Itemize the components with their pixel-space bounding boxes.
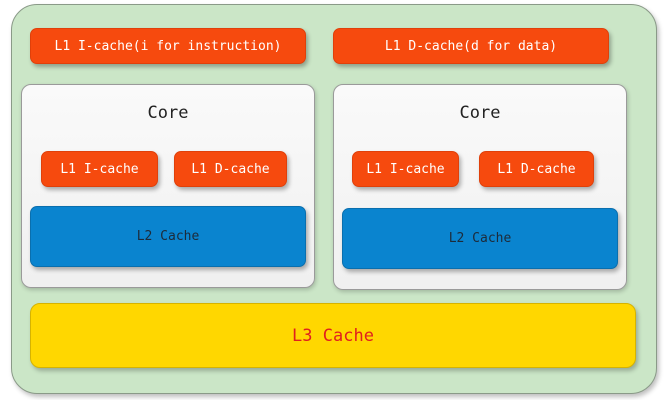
l3-cache-label: L3 Cache	[292, 325, 374, 346]
legend-l1-dcache: L1 D-cache(d for data)	[333, 28, 609, 64]
core-1-l2-label: L2 Cache	[136, 229, 200, 244]
legend-l1-icache: L1 I-cache(i for instruction)	[30, 28, 306, 64]
core-2-l1-icache: L1 I-cache	[352, 151, 459, 187]
legend-l1-dcache-label: L1 D-cache(d for data)	[384, 38, 558, 54]
core-2-title: Core	[459, 103, 501, 123]
core-2-l2-cache: L2 Cache	[342, 208, 618, 269]
core-1-title: Core	[147, 103, 189, 123]
core-2-l1-dcache-label: L1 D-cache	[497, 161, 576, 177]
core-1-l1-icache: L1 I-cache	[41, 151, 158, 187]
core-2-l1-dcache: L1 D-cache	[479, 151, 594, 187]
core-1-l1-dcache-label: L1 D-cache	[191, 161, 270, 177]
legend-l1-icache-label: L1 I-cache(i for instruction)	[54, 38, 282, 54]
core-1-l1-icache-label: L1 I-cache	[60, 161, 139, 177]
core-2-l1-icache-label: L1 I-cache	[366, 161, 445, 177]
core-1-l1-dcache: L1 D-cache	[174, 151, 287, 187]
core-1-l2-cache: L2 Cache	[30, 206, 306, 267]
l3-cache: L3 Cache	[30, 303, 636, 368]
core-2-l2-label: L2 Cache	[448, 231, 512, 246]
